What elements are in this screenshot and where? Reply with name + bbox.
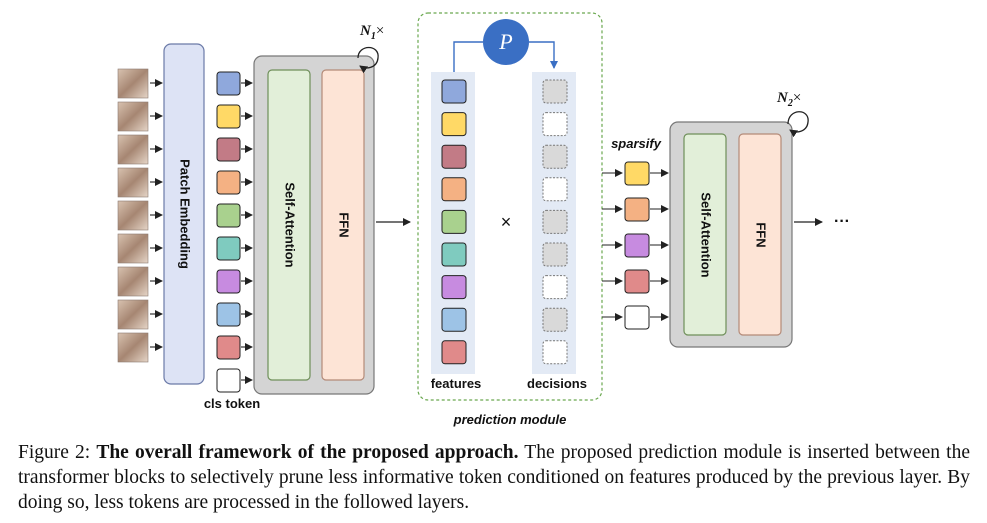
decision-keep bbox=[542, 242, 568, 267]
prediction-module-label: prediction module bbox=[453, 412, 567, 427]
decisions-column bbox=[542, 79, 568, 365]
feature-token bbox=[441, 112, 467, 137]
n2-label: N2× bbox=[776, 90, 801, 109]
feature-token bbox=[441, 209, 467, 234]
feature-token bbox=[441, 340, 467, 365]
ffn-block-2 bbox=[738, 133, 782, 336]
loop-arrow-2 bbox=[787, 111, 809, 138]
sparsify-label: sparsify bbox=[611, 136, 662, 151]
feature-token bbox=[441, 275, 467, 300]
feature-token bbox=[441, 177, 467, 202]
image-patches bbox=[117, 68, 163, 363]
sparse-token-column bbox=[602, 161, 669, 330]
decision-keep bbox=[542, 307, 568, 332]
features-to-predictor-line bbox=[453, 41, 483, 72]
token bbox=[216, 302, 241, 327]
token bbox=[216, 71, 241, 96]
image-patch bbox=[117, 134, 149, 165]
feature-token bbox=[441, 144, 467, 169]
cls-token bbox=[216, 368, 241, 393]
sparse-token bbox=[624, 269, 650, 294]
features-label: features bbox=[431, 376, 482, 391]
token bbox=[216, 104, 241, 129]
loop-arrow-1 bbox=[357, 46, 379, 74]
token bbox=[216, 137, 241, 162]
feature-token bbox=[441, 242, 467, 267]
self-attention-label-2: Self-Attention bbox=[699, 192, 714, 277]
sparse-token bbox=[624, 197, 650, 222]
ffn-block-1 bbox=[321, 69, 365, 381]
patch-embedding-block bbox=[163, 43, 205, 385]
n1-label: N1× bbox=[359, 23, 384, 42]
caption-prefix: Figure 2: bbox=[18, 442, 97, 463]
token bbox=[216, 170, 241, 195]
image-patch bbox=[117, 299, 149, 330]
caption-bold: The overall framework of the proposed ap… bbox=[96, 442, 519, 463]
image-patch bbox=[117, 332, 149, 363]
decision-keep bbox=[542, 79, 568, 104]
continuation-ellipsis: ··· bbox=[834, 213, 850, 230]
image-patch bbox=[117, 101, 149, 132]
figure-caption: Figure 2: The overall framework of the p… bbox=[18, 440, 970, 515]
multiply-sign: × bbox=[501, 212, 512, 232]
ffn-label-1: FFN bbox=[337, 212, 352, 237]
self-attention-block-1 bbox=[267, 69, 311, 381]
image-patch bbox=[117, 200, 149, 231]
decisions-label: decisions bbox=[527, 376, 587, 391]
sparse-token bbox=[624, 233, 650, 258]
image-patch bbox=[117, 266, 149, 297]
self-attention-label-1: Self-Attention bbox=[283, 182, 298, 267]
image-patch bbox=[117, 167, 149, 198]
sparse-token bbox=[624, 161, 650, 186]
feature-token bbox=[441, 79, 467, 104]
prediction-module-box bbox=[417, 12, 603, 401]
features-column bbox=[441, 79, 467, 365]
token-column bbox=[216, 71, 253, 393]
decision-keep bbox=[542, 144, 568, 169]
feature-token bbox=[441, 307, 467, 332]
token bbox=[216, 236, 241, 261]
caption-body: The proposed prediction module is insert… bbox=[18, 442, 970, 513]
predictor-label: P bbox=[498, 29, 512, 54]
image-patch bbox=[117, 68, 149, 99]
cls-token-label: cls token bbox=[204, 396, 260, 411]
token bbox=[216, 203, 241, 228]
patch-embedding-label: Patch Embedding bbox=[178, 159, 193, 269]
decision-keep bbox=[542, 209, 568, 234]
decision-drop bbox=[542, 275, 568, 300]
ffn-label-2: FFN bbox=[754, 222, 769, 247]
decision-drop bbox=[542, 177, 568, 202]
decision-drop bbox=[542, 112, 568, 137]
token bbox=[216, 269, 241, 294]
token bbox=[216, 335, 241, 360]
decision-drop bbox=[542, 340, 568, 365]
self-attention-block-2 bbox=[683, 133, 727, 336]
sparse-token bbox=[624, 305, 650, 330]
predictor-circle bbox=[483, 19, 529, 65]
image-patch bbox=[117, 233, 149, 264]
framework-figure: Patch Embedding cls token Self-Attention… bbox=[117, 12, 850, 427]
predictor-to-decisions-arrow bbox=[529, 41, 558, 69]
